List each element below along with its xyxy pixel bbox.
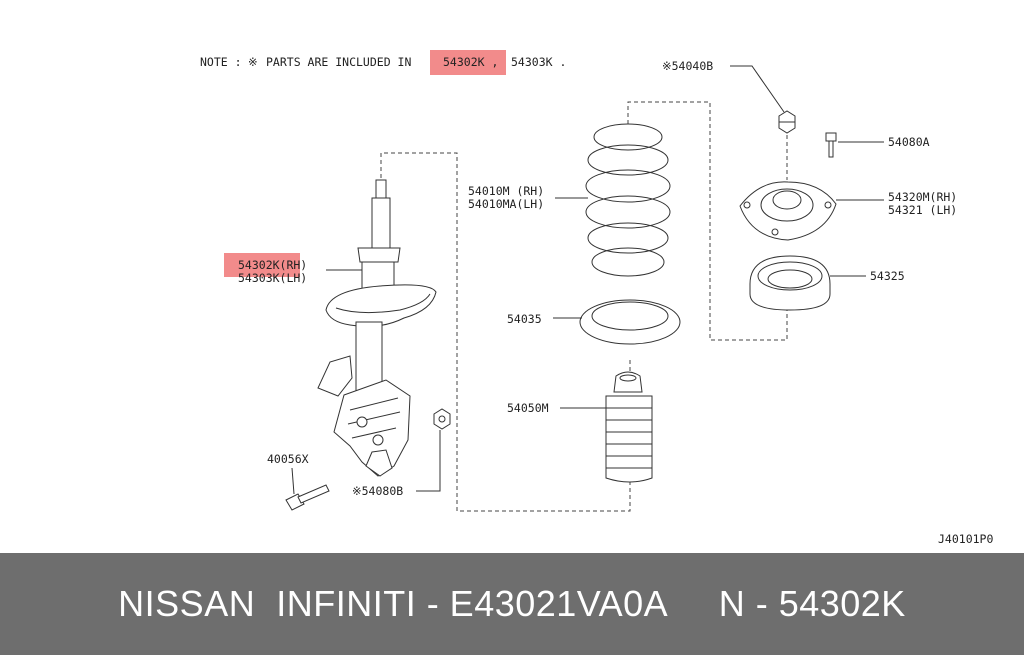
- bottom-nut: [433, 408, 451, 430]
- nut-top-label: ※54040B: [662, 59, 713, 73]
- nut-top-leader: [730, 65, 785, 113]
- top-nut: [778, 110, 796, 134]
- footer-title: NISSAN INFINITI - E43021VA0A N - 54302K: [118, 583, 906, 624]
- nut-bottom-label: ※54080B: [352, 484, 403, 498]
- seat-label: 54035: [507, 312, 542, 326]
- note-prefix: NOTE :: [200, 55, 242, 69]
- mount-lh-label: 54321 (LH): [888, 203, 957, 217]
- mount-rh-label: 54320M(RH): [888, 190, 957, 204]
- strut-mount: [739, 181, 837, 241]
- strut-label-highlight: [224, 253, 300, 277]
- note-text: PARTS ARE INCLUDED IN: [266, 55, 411, 69]
- footer-banner: NISSAN INFINITI - E43021VA0A N - 54302K: [0, 553, 1024, 655]
- bumper-label: 54050M: [507, 401, 549, 415]
- bolt-top-label: 54080A: [888, 135, 930, 149]
- spring-lh-label: 54010MA(LH): [468, 197, 544, 211]
- diagram-id: J40101P0: [938, 532, 993, 546]
- parts-diagram: NOTE : ※ PARTS ARE INCLUDED IN 54302K , …: [200, 50, 994, 546]
- spring-seat: [579, 299, 681, 345]
- note-suffix: 54303K .: [511, 55, 566, 69]
- assembly-line-strut: [380, 152, 631, 512]
- note-mark: ※: [248, 55, 258, 69]
- strut-lh-label: 54303K(LH): [238, 271, 307, 285]
- strut-assembly: [317, 179, 437, 477]
- note-highlighted-part: 54302K ,: [443, 55, 498, 69]
- coil-spring: [585, 123, 671, 277]
- bearing-label: 54325: [870, 269, 905, 283]
- nut-bottom-leader: [416, 430, 441, 492]
- mount-bearing: [749, 255, 831, 311]
- bottom-bolt: [285, 484, 330, 511]
- top-bolt: [825, 132, 837, 158]
- spring-rh-label: 54010M (RH): [468, 184, 544, 198]
- strut-rh-label: 54302K(RH): [238, 258, 307, 272]
- bolt-bottom-label: 40056X: [267, 452, 309, 466]
- bolt-bottom-leader: [291, 467, 295, 495]
- bump-stop: [605, 371, 653, 483]
- note-highlight: [430, 50, 506, 75]
